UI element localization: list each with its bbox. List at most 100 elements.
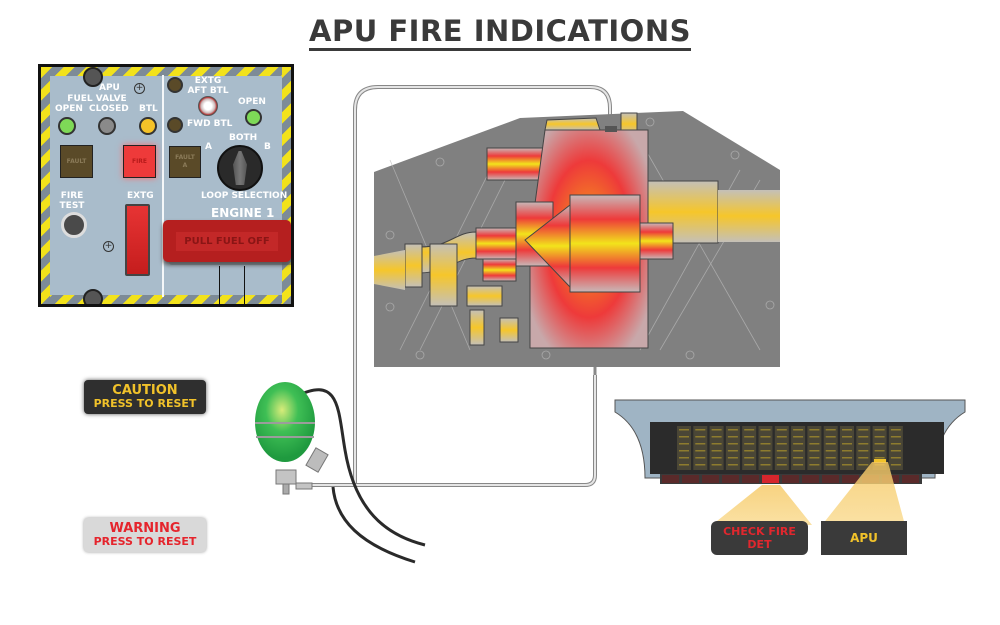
annunciator-cell	[679, 457, 689, 459]
b-label: B	[264, 142, 271, 152]
annunciator-cell	[776, 457, 787, 459]
strip-cell	[682, 475, 699, 483]
annunciator-cell	[793, 443, 804, 445]
pressure-switch	[305, 447, 329, 473]
annunciator-cell	[842, 436, 852, 438]
annunciator-column	[758, 426, 773, 470]
apu-label: APU	[99, 83, 120, 93]
annunciator-cell	[858, 443, 869, 445]
apu-extg-switch[interactable]	[125, 204, 150, 276]
annunciator-cell	[842, 429, 852, 431]
annunciator-cell	[809, 436, 820, 438]
annunciator-cell	[711, 436, 722, 438]
engine1-label: ENGINE 1	[211, 206, 275, 220]
handle-cable	[244, 266, 245, 304]
handle-cable	[219, 266, 220, 304]
caution-reset-button[interactable]: CAUTION PRESS TO RESET	[84, 380, 206, 414]
annunciator-cell	[744, 443, 755, 445]
annunciator-cell	[809, 429, 820, 431]
annunciator-cell	[793, 436, 804, 438]
annunciator-cell	[825, 450, 836, 452]
apu-beam	[822, 462, 905, 525]
fuel-valve-label: FUEL VALVE	[67, 94, 127, 104]
loop-selection-knob[interactable]	[217, 145, 263, 191]
annunciator-cell	[890, 429, 901, 431]
apu-annunciator: APU	[821, 521, 907, 555]
distribution-pipe-highlight	[300, 375, 596, 486]
annunciator-cell	[825, 436, 836, 438]
engine1-fire-handle[interactable]: PULL FUEL OFF	[163, 220, 291, 262]
accessory-1	[469, 309, 485, 346]
annunciator-cell	[744, 464, 755, 466]
annunciator-cell	[711, 450, 722, 452]
annunciator-cell	[744, 436, 755, 438]
annunciator-cell	[679, 429, 689, 431]
annunciator-cell	[793, 464, 804, 466]
nozzle	[605, 126, 617, 132]
annunciator-column	[742, 426, 757, 470]
check-fire-beam	[712, 485, 812, 525]
annunciator-cell	[825, 457, 836, 459]
engine-open-light	[245, 109, 262, 126]
btl-label: BTL	[139, 104, 158, 114]
annunciator-cell	[727, 443, 738, 445]
annunciator-cell	[727, 464, 738, 466]
annunciator-cell	[711, 443, 722, 445]
annunciator-column	[888, 426, 903, 470]
annunciator-cell	[842, 443, 852, 445]
annunciator-cell	[727, 429, 738, 431]
annunciator-column	[807, 426, 822, 470]
a-label: A	[205, 142, 212, 152]
annunciator-cell	[760, 457, 771, 459]
annunciator-cell	[890, 450, 901, 452]
annunciator-cell	[793, 450, 804, 452]
annunciator-column	[774, 426, 789, 470]
fire-test-button[interactable]	[61, 212, 87, 238]
annunciator-grid	[677, 426, 903, 470]
annunciator-column	[791, 426, 806, 470]
annunciator-cell	[679, 436, 689, 438]
page-title-text: APU FIRE INDICATIONS	[309, 14, 691, 51]
squib	[282, 483, 290, 495]
turbine-shaft	[639, 222, 674, 260]
strip-cell	[842, 475, 859, 483]
annunciator-cell	[858, 457, 869, 459]
warning-reset-button[interactable]: WARNING PRESS TO RESET	[84, 518, 206, 552]
btl-light	[139, 117, 157, 135]
annunciator-cell	[842, 450, 852, 452]
fire-test-label: FIRE TEST	[59, 191, 85, 211]
annunciator-cell	[695, 443, 706, 445]
annunciator-cell	[890, 436, 901, 438]
annunciator-cell	[744, 457, 755, 459]
check-fire-cell-lit	[762, 475, 779, 483]
annunciator-cell	[776, 443, 787, 445]
strip-cell	[782, 475, 799, 483]
inlet-body	[429, 243, 458, 307]
plus-screw-icon: +	[134, 83, 145, 94]
fuel-valve-open-light	[58, 117, 76, 135]
annunciator-column	[856, 426, 871, 470]
annunciator-column	[725, 426, 740, 470]
closed-label: CLOSED	[89, 104, 129, 114]
annunciator-cell	[793, 429, 804, 431]
annunciator-cell	[679, 443, 689, 445]
apu-annunciator-label: APU	[850, 531, 878, 545]
screw-icon	[83, 289, 103, 304]
annunciator-cell	[679, 450, 689, 452]
inlet-flange	[404, 243, 423, 288]
strip-cell	[822, 475, 839, 483]
fire-light: FIRE	[123, 145, 156, 178]
annunciator-cell	[776, 464, 787, 466]
hazard-stripe-top	[41, 67, 291, 76]
pull-fuel-off-label: PULL FUEL OFF	[176, 231, 278, 251]
starter	[466, 285, 503, 307]
open-label: OPEN	[55, 104, 83, 114]
annunciator-cell	[695, 457, 706, 459]
inlet-plenum	[475, 227, 517, 260]
caution-label: CAUTION	[112, 383, 178, 398]
oil-cooler	[486, 147, 545, 181]
annunciator-column	[677, 426, 691, 470]
annunciator-cell	[842, 464, 852, 466]
annunciator-cell	[890, 443, 901, 445]
annunciator-column	[823, 426, 838, 470]
